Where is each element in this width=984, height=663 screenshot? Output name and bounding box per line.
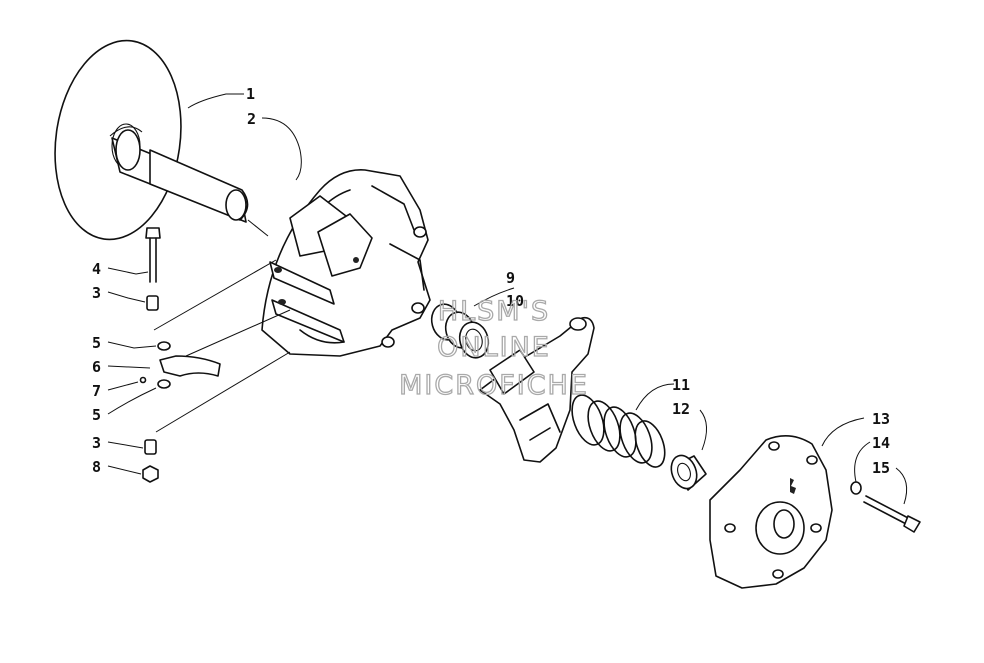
part-5-washer-upper (157, 341, 171, 351)
callout-5-lower: 5 (92, 406, 101, 424)
part-2-spider-housing (261, 169, 431, 357)
moveable-sheave-cam (479, 316, 595, 463)
watermark-line-1: HLSM'S (438, 296, 550, 327)
callout-14: 14 (872, 434, 890, 452)
part-5-washer-lower (157, 379, 171, 389)
callout-13: 13 (872, 410, 890, 428)
part-3-bushing-lower (144, 439, 157, 455)
watermark-line-2: ONLINE (437, 332, 551, 363)
part-13-cover-plate (709, 435, 833, 589)
callout-12: 12 (672, 400, 690, 418)
callout-3-upper: 3 (92, 284, 101, 302)
callout-7: 7 (92, 382, 101, 400)
callout-11: 11 (672, 376, 690, 394)
part-14-washer (850, 481, 862, 495)
callout-labels: 1 2 4 3 5 6 7 5 3 8 9 10 11 12 13 14 15 (92, 85, 890, 477)
callout-1: 1 (246, 85, 255, 103)
callout-3-lower: 3 (92, 434, 101, 452)
part-4-bolt (145, 227, 161, 283)
watermark-line-3: MICROFICHE (399, 370, 589, 401)
callout-9: 9 (506, 269, 515, 287)
part-3-bushing-upper (146, 295, 159, 311)
callout-6: 6 (92, 358, 101, 376)
leader-lines (107, 93, 908, 505)
part-7-pin (139, 376, 147, 384)
part-1-sheave-shaft (54, 39, 249, 241)
callout-4: 4 (92, 260, 101, 278)
watermark: HLSM'S ONLINE MICROFICHE (398, 295, 589, 401)
part-15-screw (863, 495, 921, 533)
part-12-bushing (670, 454, 707, 491)
part-9-10-rings (430, 303, 490, 359)
callout-2: 2 (247, 110, 256, 128)
part-6-cam-arm (159, 355, 221, 377)
callout-10: 10 (506, 292, 524, 310)
part-11-spring (571, 394, 666, 468)
callout-8: 8 (92, 458, 101, 476)
part-8-nut (142, 465, 159, 483)
callout-15: 15 (872, 459, 890, 477)
callout-5-upper: 5 (92, 334, 101, 352)
